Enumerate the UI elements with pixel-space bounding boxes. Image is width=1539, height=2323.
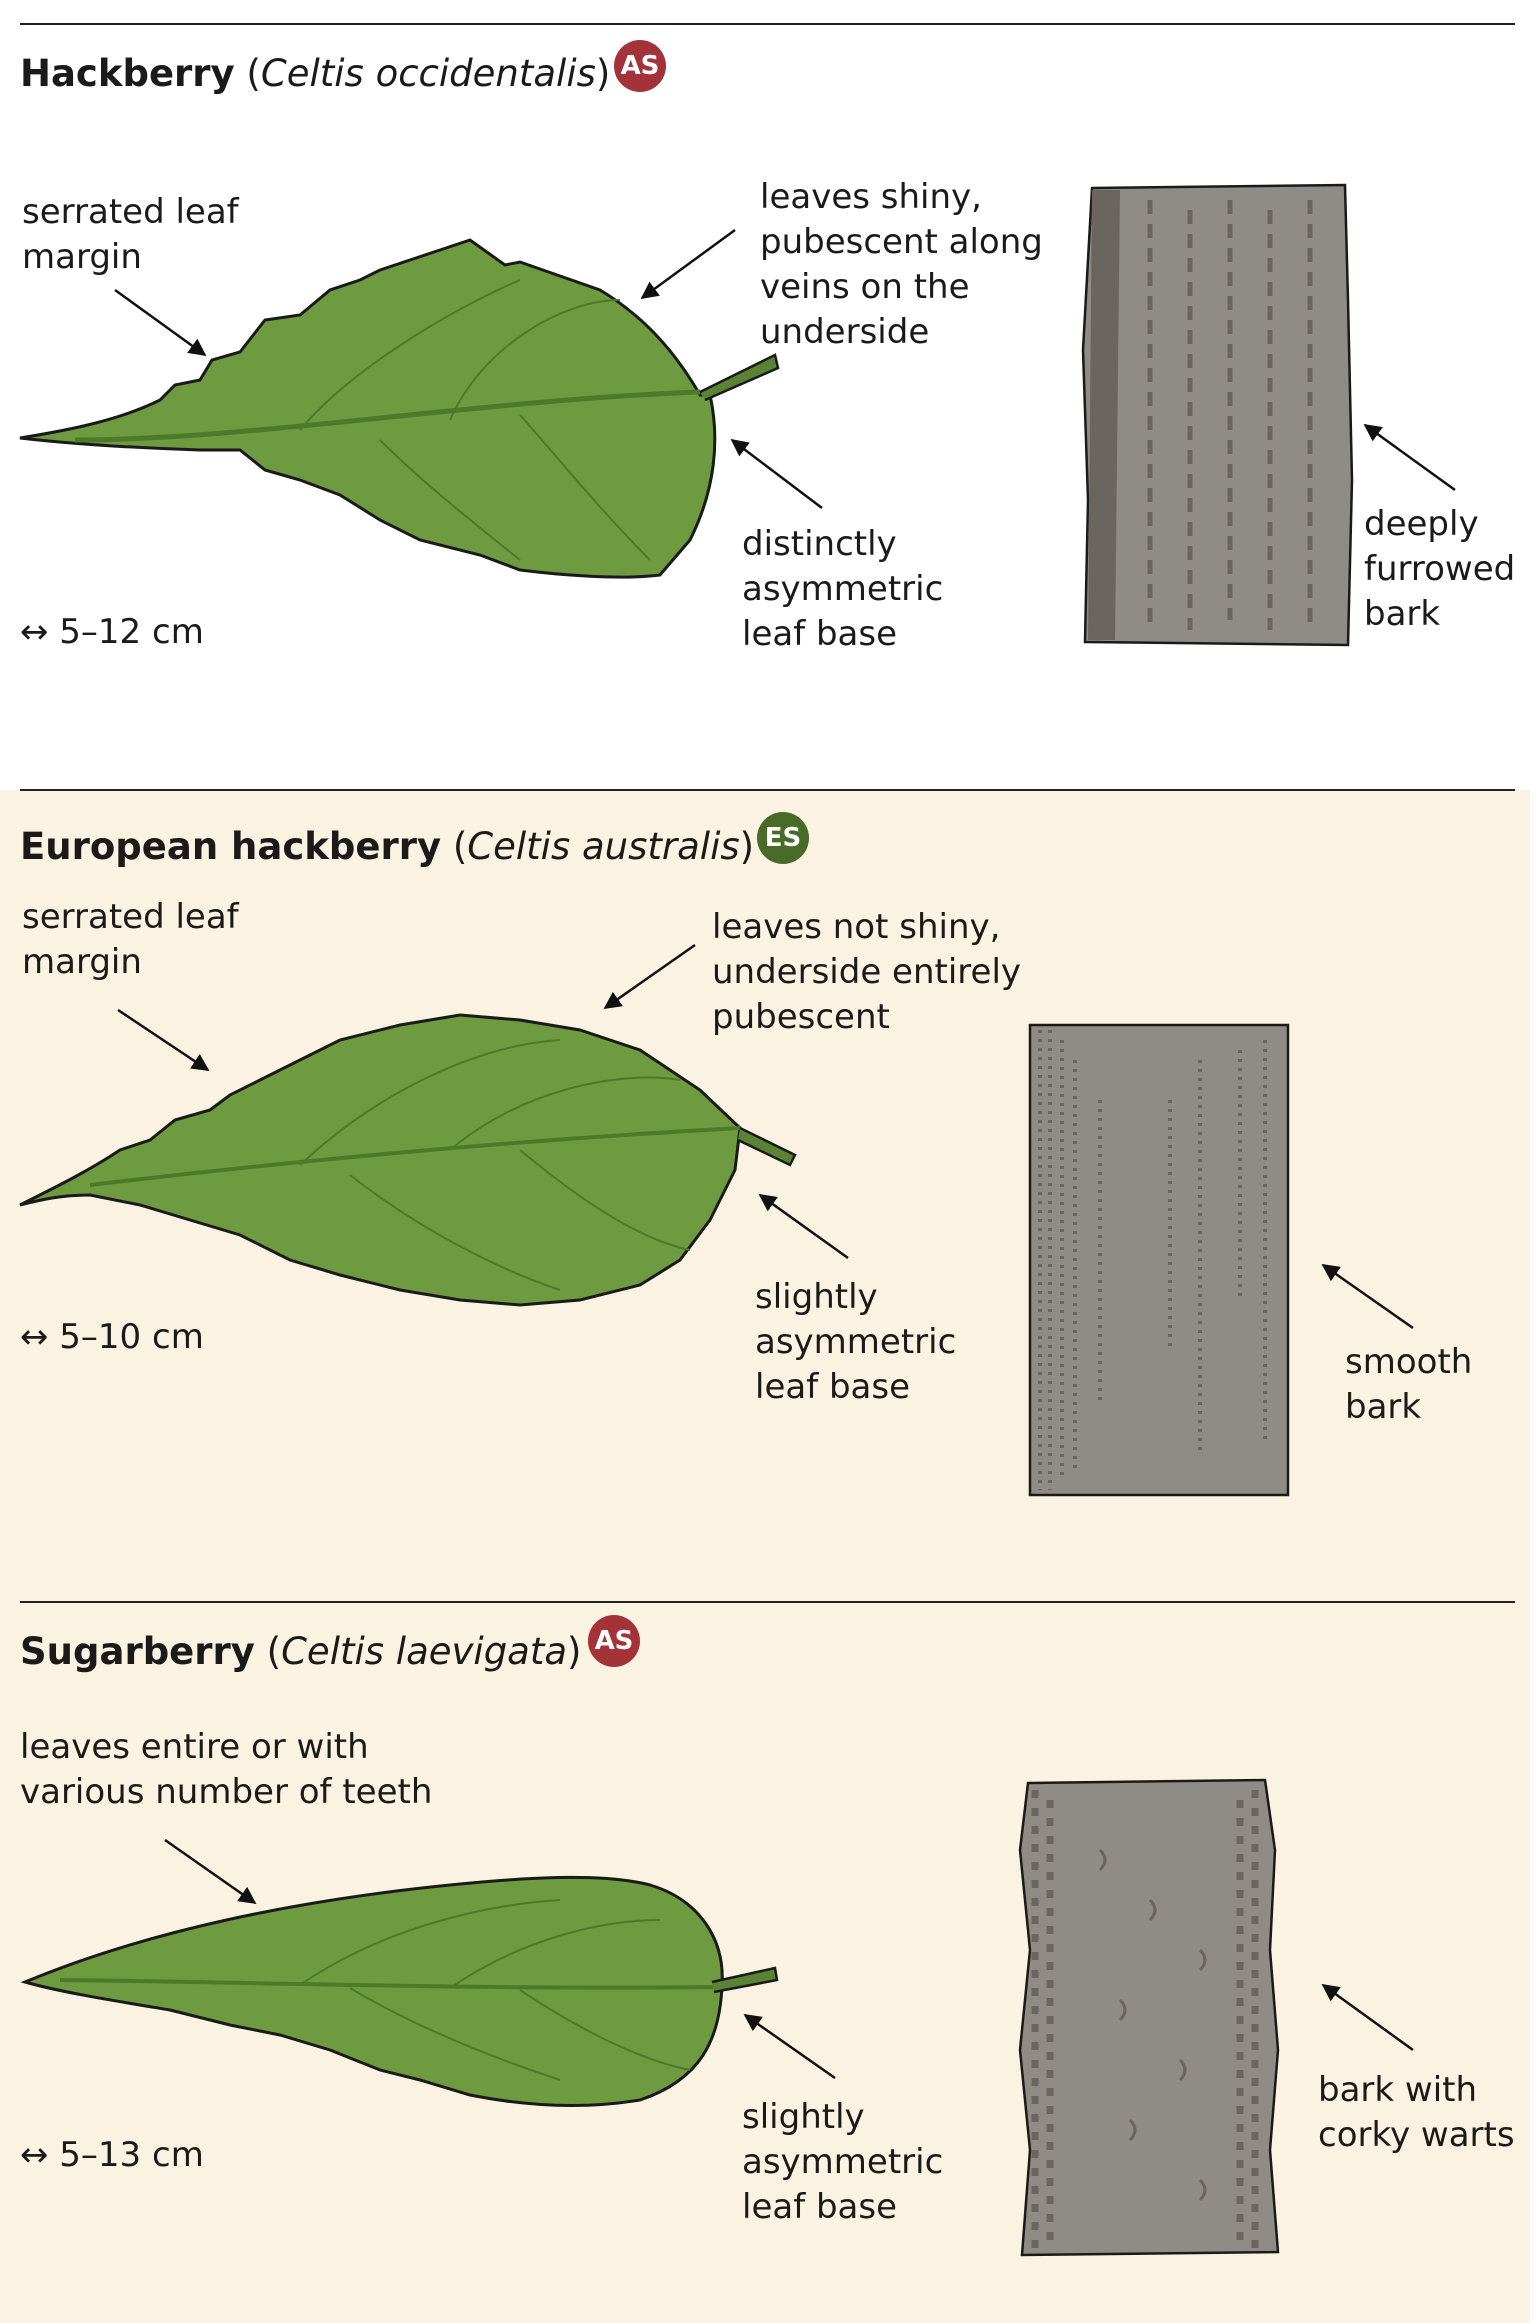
bark-shape xyxy=(1018,1778,1280,2257)
base-label: slightly asymmetric leaf base xyxy=(742,2097,944,2227)
status-badge: AS xyxy=(588,1615,640,1667)
section-divider xyxy=(20,789,1515,791)
arrow-icon xyxy=(640,228,736,300)
species-title: European hackberry (Celtis australis) xyxy=(20,825,755,868)
bark-label: bark with corky warts xyxy=(1318,2070,1515,2155)
surface-label: leaves not shiny, underside entirely pub… xyxy=(712,907,1022,1037)
arrow-icon xyxy=(743,2013,836,2080)
arrow-icon xyxy=(758,1193,849,1260)
base-label: slightly asymmetric leaf base xyxy=(755,1277,957,1407)
bark-label: deeply furrowed bark xyxy=(1364,504,1516,634)
status-badge: ES xyxy=(757,812,809,864)
leaf-shape xyxy=(20,1875,724,2107)
leaf-shape xyxy=(19,1013,742,1307)
arrow-icon xyxy=(1321,1983,1414,2052)
arrow-icon xyxy=(114,288,207,357)
arrow-icon xyxy=(1363,423,1456,492)
leaf-stem xyxy=(699,353,780,402)
size-label: ↔ 5–13 cm xyxy=(20,2135,204,2175)
status-badge: AS xyxy=(614,40,666,92)
arrow-icon xyxy=(603,943,696,1010)
arrow-icon xyxy=(164,1838,257,1905)
arrow-icon xyxy=(730,438,823,509)
species-title: Sugarberry (Celtis laevigata) xyxy=(20,1630,582,1673)
leaf-stem xyxy=(711,1966,779,1994)
margin-label: serrated leaf margin xyxy=(22,897,239,982)
arrow-icon xyxy=(1321,1263,1414,1330)
species-title: Hackberry (Celtis occidentalis) xyxy=(20,52,611,95)
size-label: ↔ 5–10 cm xyxy=(20,1317,204,1357)
base-label: distinctly asymmetric leaf base xyxy=(742,524,944,654)
leaf-shape xyxy=(19,238,717,579)
bark-label: smooth bark xyxy=(1345,1342,1473,1427)
size-label: ↔ 5–12 cm xyxy=(20,612,204,652)
margin-label: leaves entire or with various number of … xyxy=(20,1727,433,1812)
margin-label: serrated leaf margin xyxy=(22,192,239,277)
leaf-stem xyxy=(737,1126,797,1167)
hackberry-illustration xyxy=(19,183,1456,647)
arrow-icon xyxy=(117,1008,210,1072)
section-divider xyxy=(20,23,1515,25)
surface-label: leaves shiny, pubescent along veins on t… xyxy=(760,177,1043,352)
section-divider xyxy=(20,1601,1515,1603)
